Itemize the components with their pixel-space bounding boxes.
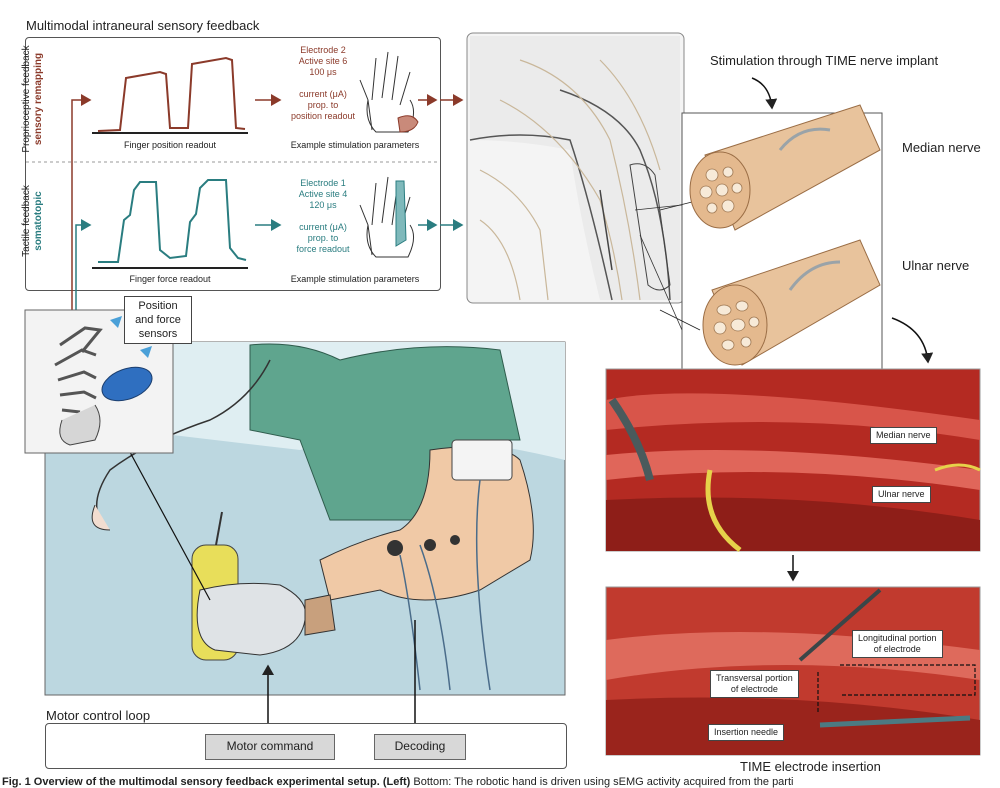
caption-bold: Fig. 1 Overview of the multimodal sensor… bbox=[2, 776, 411, 788]
longitudinal-tag: Longitudinal portion of electrode bbox=[852, 630, 943, 658]
hand-icon-tactile bbox=[359, 176, 414, 258]
motor-command-box: Motor command bbox=[205, 734, 335, 760]
tactile-param-electrode: Electrode 1 bbox=[300, 178, 346, 188]
sensors-tag: Position and force sensors bbox=[124, 296, 192, 344]
longitudinal-line2: of electrode bbox=[873, 644, 921, 654]
motor-loop-title: Motor control loop bbox=[46, 708, 151, 723]
proprio-params: Electrode 2 Active site 6 100 μs current… bbox=[283, 45, 363, 122]
proprio-param-current: current (μA) bbox=[299, 89, 347, 99]
stim-arrow bbox=[751, 77, 778, 110]
needle-tag: Insertion needle bbox=[708, 724, 785, 741]
surgery-photo-1 bbox=[605, 368, 981, 552]
tactile-param-current: current (μA) bbox=[299, 222, 347, 232]
hand-icon-proprio bbox=[359, 51, 419, 133]
tactile-param-title: Example stimulation parameters bbox=[290, 274, 420, 284]
tactile-param-pulse: 120 μs bbox=[309, 200, 337, 210]
transversal-line1: Transversal portion bbox=[716, 673, 793, 683]
force-waveform bbox=[92, 179, 248, 269]
feedback-panel bbox=[25, 37, 441, 291]
stim-title: Stimulation through TIME nerve implant bbox=[710, 53, 939, 68]
proprio-param-site: Active site 6 bbox=[298, 56, 348, 66]
proprio-param-electrode: Electrode 2 bbox=[300, 45, 346, 55]
position-waveform bbox=[92, 56, 248, 134]
sensor-to-proprio-line bbox=[71, 94, 92, 330]
sensors-line3: sensors bbox=[138, 328, 178, 340]
proprio-param-title: Example stimulation parameters bbox=[290, 140, 420, 150]
hand-to-sensor-arrow bbox=[117, 428, 211, 601]
longitudinal-line1: Longitudinal portion bbox=[858, 633, 937, 643]
photo-ulnar-tag: Ulnar nerve bbox=[872, 486, 931, 503]
arm-illustration bbox=[466, 32, 685, 304]
nerve-panel bbox=[634, 104, 883, 382]
proprio-param-prop: prop. to bbox=[307, 100, 339, 110]
photo-median-tag: Median nerve bbox=[870, 427, 937, 444]
sensors-line2: and force bbox=[135, 314, 181, 326]
median-nerve-label: Median nerve bbox=[902, 140, 981, 155]
transversal-line2: of electrode bbox=[730, 684, 778, 694]
caption-rest: Bottom: The robotic hand is driven using… bbox=[410, 776, 794, 788]
figure-caption: Fig. 1 Overview of the multimodal sensor… bbox=[2, 776, 793, 788]
transversal-tag: Transversal portion of electrode bbox=[710, 670, 799, 698]
figure-title: Multimodal intraneural sensory feedback bbox=[26, 18, 260, 33]
tactile-readout-label: Finger force readout bbox=[129, 274, 211, 284]
to-photo-arrow bbox=[891, 317, 934, 364]
sensor-to-tactile-line bbox=[75, 219, 92, 330]
proprio-readout-label: Finger position readout bbox=[123, 140, 217, 150]
tactile-param-readout: force readout bbox=[296, 244, 350, 254]
proprio-param-pulse: 100 μs bbox=[309, 67, 337, 77]
tactile-param-prop: prop. to bbox=[307, 233, 339, 243]
decoding-box: Decoding bbox=[374, 734, 466, 760]
insertion-title: TIME electrode insertion bbox=[740, 759, 881, 774]
robotic-hand-inset bbox=[24, 309, 174, 454]
sensors-line1: Position bbox=[138, 300, 178, 312]
ulnar-nerve-label: Ulnar nerve bbox=[902, 258, 970, 273]
tactile-param-site: Active site 4 bbox=[298, 189, 348, 199]
tactile-params: Electrode 1 Active site 4 120 μs current… bbox=[283, 178, 363, 255]
proprio-param-readout: position readout bbox=[290, 111, 356, 121]
